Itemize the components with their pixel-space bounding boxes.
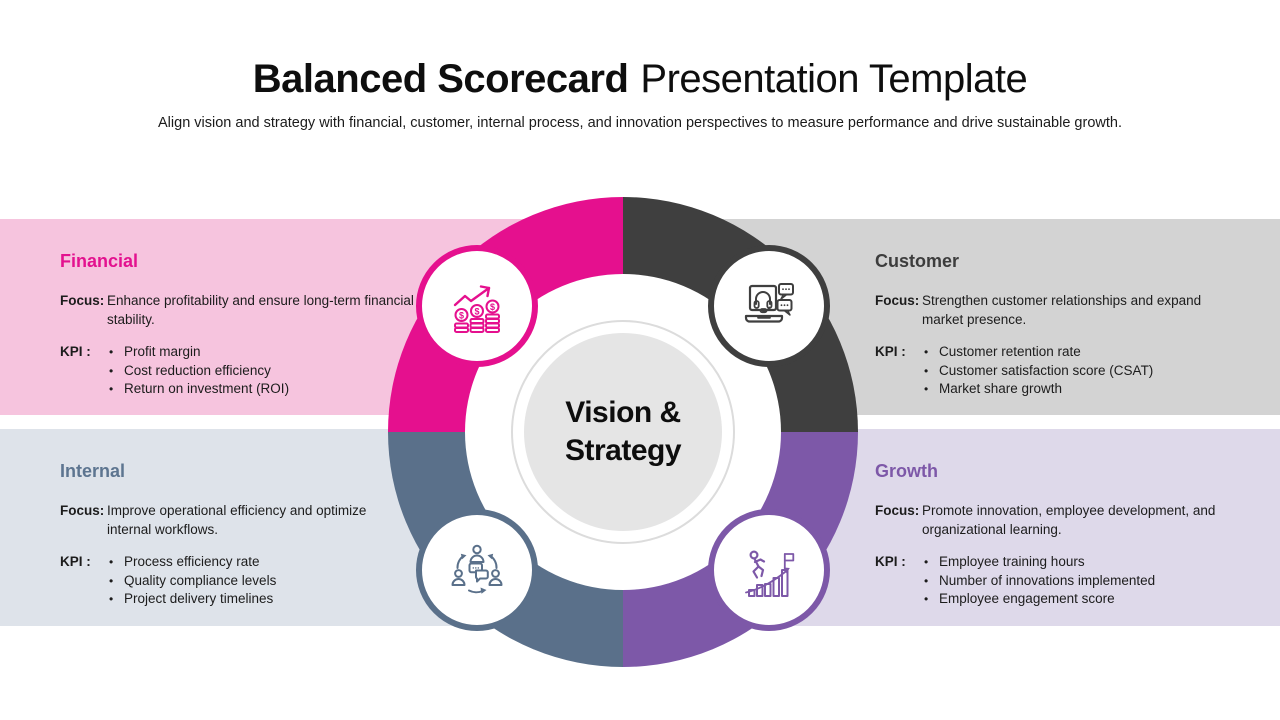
focus-label: Focus:	[60, 293, 105, 308]
growth-kpi-row: KPI : Employee training hours Number of …	[875, 553, 1280, 609]
kpi-label: KPI :	[60, 344, 91, 359]
kpi-item: Customer satisfaction score (CSAT)	[922, 362, 1153, 381]
financial-panel-title: Financial	[60, 251, 139, 271]
customer-panel-title: Customer	[875, 251, 960, 271]
kpi-item: Process efficiency rate	[107, 553, 276, 572]
page-title-bold: Balanced Scorecard	[252, 57, 629, 101]
kpi-item: Employee training hours	[922, 553, 1155, 572]
page-title-regular: Presentation Template	[640, 57, 1028, 101]
team-collaboration-icon	[451, 544, 503, 594]
customer-support-icon	[744, 283, 794, 323]
kpi-label: KPI :	[60, 554, 91, 569]
growth-focus-row: Focus: Promote innovation, employee deve…	[875, 502, 1280, 539]
kpi-item: Market share growth	[922, 380, 1153, 399]
focus-label: Focus:	[60, 503, 105, 518]
svg-text:$: $	[490, 302, 495, 312]
financial-kpi-list: Profit margin Cost reduction efficiency …	[107, 343, 289, 399]
kpi-item: Profit margin	[107, 343, 289, 362]
financial-icon-circle: $ $ $	[416, 245, 538, 367]
internal-focus-row: Focus: Improve operational efficiency an…	[60, 502, 600, 539]
focus-text: Promote innovation, employee development…	[922, 503, 1216, 537]
financial-kpi-row: KPI : Profit margin Cost reduction effic…	[60, 343, 600, 399]
kpi-item: Employee engagement score	[922, 590, 1155, 609]
kpi-item: Return on investment (ROI)	[107, 380, 289, 399]
focus-text: Enhance profitability and ensure long-te…	[107, 293, 414, 327]
svg-text:$: $	[474, 306, 479, 316]
vision-strategy-circle: Vision & Strategy	[524, 333, 722, 531]
center-ring-outline	[511, 320, 735, 544]
svg-text:$: $	[459, 310, 464, 320]
page-subtitle: Align vision and strategy with financial…	[158, 115, 1122, 131]
financial-growth-icon: $ $ $	[453, 285, 500, 333]
kpi-item: Cost reduction efficiency	[107, 362, 289, 381]
kpi-label: KPI :	[875, 554, 906, 569]
internal-kpi-row: KPI : Process efficiency rate Quality co…	[60, 553, 600, 609]
growth-icon-circle	[708, 509, 830, 631]
internal-panel-title: Internal	[60, 461, 126, 481]
internal-icon-circle	[416, 509, 538, 631]
kpi-item: Project delivery timelines	[107, 590, 276, 609]
vision-strategy-line1: Vision &	[565, 395, 681, 429]
focus-text: Strengthen customer relationships and ex…	[922, 293, 1202, 327]
kpi-label: KPI :	[875, 344, 906, 359]
customer-kpi-list: Customer retention rate Customer satisfa…	[922, 343, 1153, 399]
focus-label: Focus:	[875, 293, 920, 308]
customer-icon-circle	[708, 245, 830, 367]
growth-progress-icon	[745, 550, 795, 597]
growth-kpi-list: Employee training hours Number of innova…	[922, 553, 1155, 609]
customer-focus-row: Focus: Strengthen customer relationships…	[875, 292, 1280, 329]
focus-text: Improve operational efficiency and optim…	[107, 503, 367, 537]
kpi-item: Customer retention rate	[922, 343, 1153, 362]
growth-panel-title: Growth	[875, 461, 938, 481]
kpi-item: Quality compliance levels	[107, 572, 276, 591]
focus-label: Focus:	[875, 503, 920, 518]
customer-kpi-row: KPI : Customer retention rate Customer s…	[875, 343, 1280, 399]
financial-focus-row: Focus: Enhance profitability and ensure …	[60, 292, 600, 329]
internal-kpi-list: Process efficiency rate Quality complian…	[107, 553, 276, 609]
kpi-item: Number of innovations implemented	[922, 572, 1155, 591]
vision-strategy-line2: Strategy	[564, 434, 682, 467]
